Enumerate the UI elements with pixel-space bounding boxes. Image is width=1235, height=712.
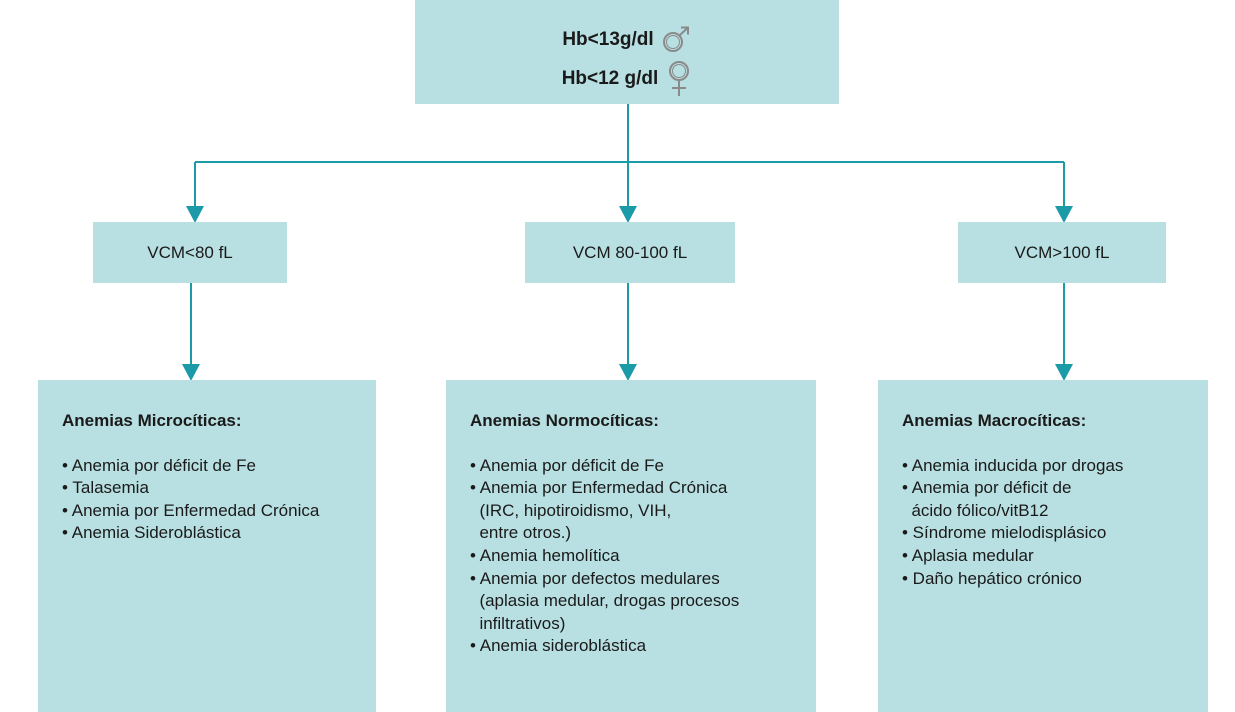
vcm-high-box: VCM>100 fL	[958, 222, 1166, 283]
vcm-low-label: VCM<80 fL	[147, 242, 233, 262]
male-symbol-icon	[662, 26, 692, 54]
list-item: • Anemia Sideroblástica	[62, 523, 241, 543]
arrowhead-vcm-high	[1055, 206, 1073, 223]
vcm-low-box: VCM<80 fL	[93, 222, 287, 283]
arrowhead-vcm-normal	[619, 206, 637, 223]
male-threshold-text: Hb<13g/dl	[562, 29, 654, 50]
list-item: • Daño hepático crónico	[902, 568, 1082, 588]
macrocytic-anemias-box: Anemias Macrocíticas: • Anemia inducida …	[878, 380, 1208, 712]
list-item: (aplasia medular, drogas procesos	[470, 591, 740, 611]
list-item: • Anemia hemolítica	[470, 546, 620, 566]
male-threshold-row: Hb<13g/dl	[415, 26, 839, 54]
vcm-normal-label: VCM 80-100 fL	[572, 242, 688, 262]
arrowhead-macro	[1055, 364, 1073, 381]
female-symbol-icon	[666, 60, 692, 98]
hemoglobin-threshold-box: Hb<13g/dl Hb<12 g/dl	[415, 0, 839, 104]
microcytic-list: • Anemia por déficit de Fe • Talasemia •…	[62, 455, 376, 545]
arrowhead-normo	[619, 364, 637, 381]
list-item: • Anemia por déficit de Fe	[470, 455, 664, 475]
list-item: • Anemia por déficit de Fe	[62, 455, 256, 475]
arrowhead-vcm-low	[186, 206, 204, 223]
female-threshold-row: Hb<12 g/dl	[415, 60, 839, 98]
macrocytic-list: • Anemia inducida por drogas • Anemia po…	[902, 455, 1208, 591]
list-item: • Anemia por Enfermedad Crónica	[62, 500, 320, 520]
list-item: • Talasemia	[62, 478, 149, 498]
list-item: • Anemia por déficit de	[902, 478, 1072, 498]
list-item: (IRC, hipotiroidismo, VIH,	[470, 500, 672, 520]
list-item: • Anemia por Enfermedad Crónica	[470, 478, 728, 498]
microcytic-title: Anemias Microcíticas:	[62, 411, 242, 430]
normocytic-anemias-box: Anemias Normocíticas: • Anemia por défic…	[446, 380, 816, 712]
normocytic-list: • Anemia por déficit de Fe • Anemia por …	[470, 455, 816, 658]
vcm-high-label: VCM>100 fL	[1014, 242, 1110, 262]
list-item: entre otros.)	[470, 523, 572, 543]
list-item: • Anemia por defectos medulares	[470, 568, 720, 588]
microcytic-anemias-box: Anemias Microcíticas: • Anemia por défic…	[38, 380, 376, 712]
arrowhead-micro	[182, 364, 200, 381]
list-item: • Aplasia medular	[902, 546, 1034, 566]
list-item: ácido fólico/vitB12	[902, 500, 1049, 520]
list-item: • Síndrome mielodisplásico	[902, 523, 1107, 543]
list-item: infiltrativos)	[470, 613, 566, 633]
macrocytic-title: Anemias Macrocíticas:	[902, 411, 1087, 430]
female-threshold-text: Hb<12 g/dl	[561, 68, 659, 89]
vcm-normal-box: VCM 80-100 fL	[525, 222, 735, 283]
list-item: • Anemia sideroblástica	[470, 636, 647, 656]
normocytic-title: Anemias Normocíticas:	[470, 411, 659, 430]
list-item: • Anemia inducida por drogas	[902, 455, 1124, 475]
